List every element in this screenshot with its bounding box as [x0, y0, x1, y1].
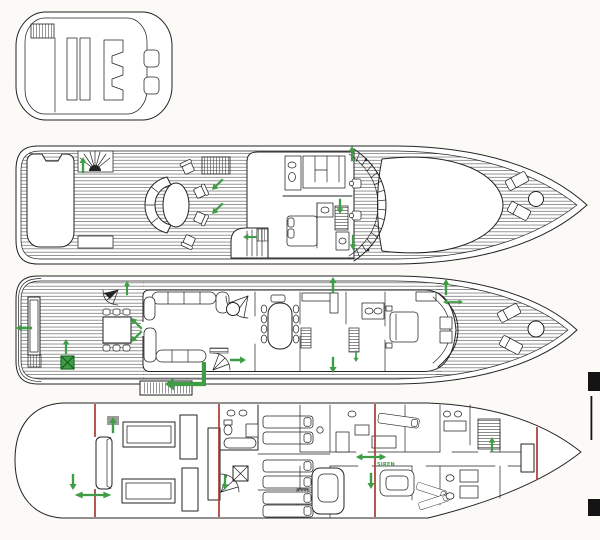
deck-locker: [77, 235, 114, 249]
dining-table: [267, 302, 293, 350]
fuel-tank: [181, 467, 199, 512]
sundeck-dinette: [144, 158, 210, 251]
bed: [389, 311, 419, 343]
closet: [245, 423, 259, 438]
scan-artifacts: [588, 372, 600, 516]
side-table: [226, 302, 240, 316]
helm-seats: [348, 158, 370, 252]
scan-mark: [588, 499, 600, 516]
sofa: [155, 349, 207, 363]
stern-platform-line: [18, 278, 42, 382]
coachroof: [377, 156, 504, 254]
bed: [262, 431, 314, 445]
tender-boat: [26, 153, 75, 248]
aft-deck-dining: [102, 308, 132, 352]
bed: [262, 459, 314, 473]
stairs-down: [334, 205, 349, 231]
stairs-down: [300, 327, 312, 349]
wardrobe: [371, 435, 397, 449]
bridge-deck-plan: [15, 145, 588, 265]
galley: [299, 291, 385, 372]
muster-station-box: [60, 355, 75, 370]
bed: [262, 491, 314, 505]
front-bulkhead-arc: [432, 292, 459, 368]
scan-mark: [588, 372, 600, 391]
forward-cabins: [299, 404, 535, 511]
top-view-vent: [143, 76, 160, 95]
top-view-vent: [143, 49, 160, 68]
main-deck-plan: [15, 275, 578, 396]
fan-stairs: [77, 150, 114, 173]
stairs-up: [477, 418, 501, 450]
watertight-door: [95, 436, 113, 490]
bed: [262, 504, 314, 518]
curved-bench: [144, 176, 172, 234]
round-table: [528, 191, 544, 207]
side-steps: [230, 227, 269, 259]
day-cabin: [384, 291, 437, 372]
salon-aft-door: [141, 322, 145, 336]
aft-table: [102, 316, 132, 344]
companionway-hatch: [201, 156, 231, 175]
oval-table: [162, 182, 190, 228]
escape-arrows-lower-deck: SIREN: [69, 416, 496, 499]
chain-locker: [520, 443, 535, 473]
stern-steps: [27, 354, 42, 368]
bed: [262, 475, 314, 489]
wheelhouse-interior: [282, 155, 353, 251]
top-view-seat-module: [103, 39, 124, 101]
tank: [207, 427, 221, 501]
top-view-stairs-hatch: [30, 23, 55, 39]
fire-bulkheads: [94, 404, 538, 517]
top-view-hatch-panel: [79, 37, 91, 101]
round-table: [527, 320, 545, 338]
sundeck-top-view: [15, 11, 173, 121]
engine-room: [121, 414, 221, 512]
spiral-stairs-down: [209, 347, 231, 371]
fuel-tank: [179, 414, 198, 460]
sofa: [143, 296, 156, 321]
sofa: [143, 327, 157, 363]
siren-label: SIREN: [377, 462, 395, 468]
lower-deck-plan: [14, 402, 582, 519]
escape-arrows-main-deck: [16, 277, 463, 391]
gangway-treads: [142, 382, 190, 394]
transom-door-panel: [29, 299, 39, 353]
corner-fan-steps: [102, 289, 119, 306]
guest-bathroom: [218, 404, 259, 451]
bed: [262, 415, 314, 429]
salon: [143, 291, 256, 372]
dining-area: [260, 294, 300, 350]
scan-mark: [590, 396, 593, 440]
wardrobe: [415, 291, 437, 302]
stairs-down: [348, 327, 360, 353]
top-view-hatch-panel: [66, 37, 78, 101]
sideboard: [270, 294, 286, 303]
bathtub: [223, 437, 257, 449]
escape-route-path: [165, 362, 206, 391]
